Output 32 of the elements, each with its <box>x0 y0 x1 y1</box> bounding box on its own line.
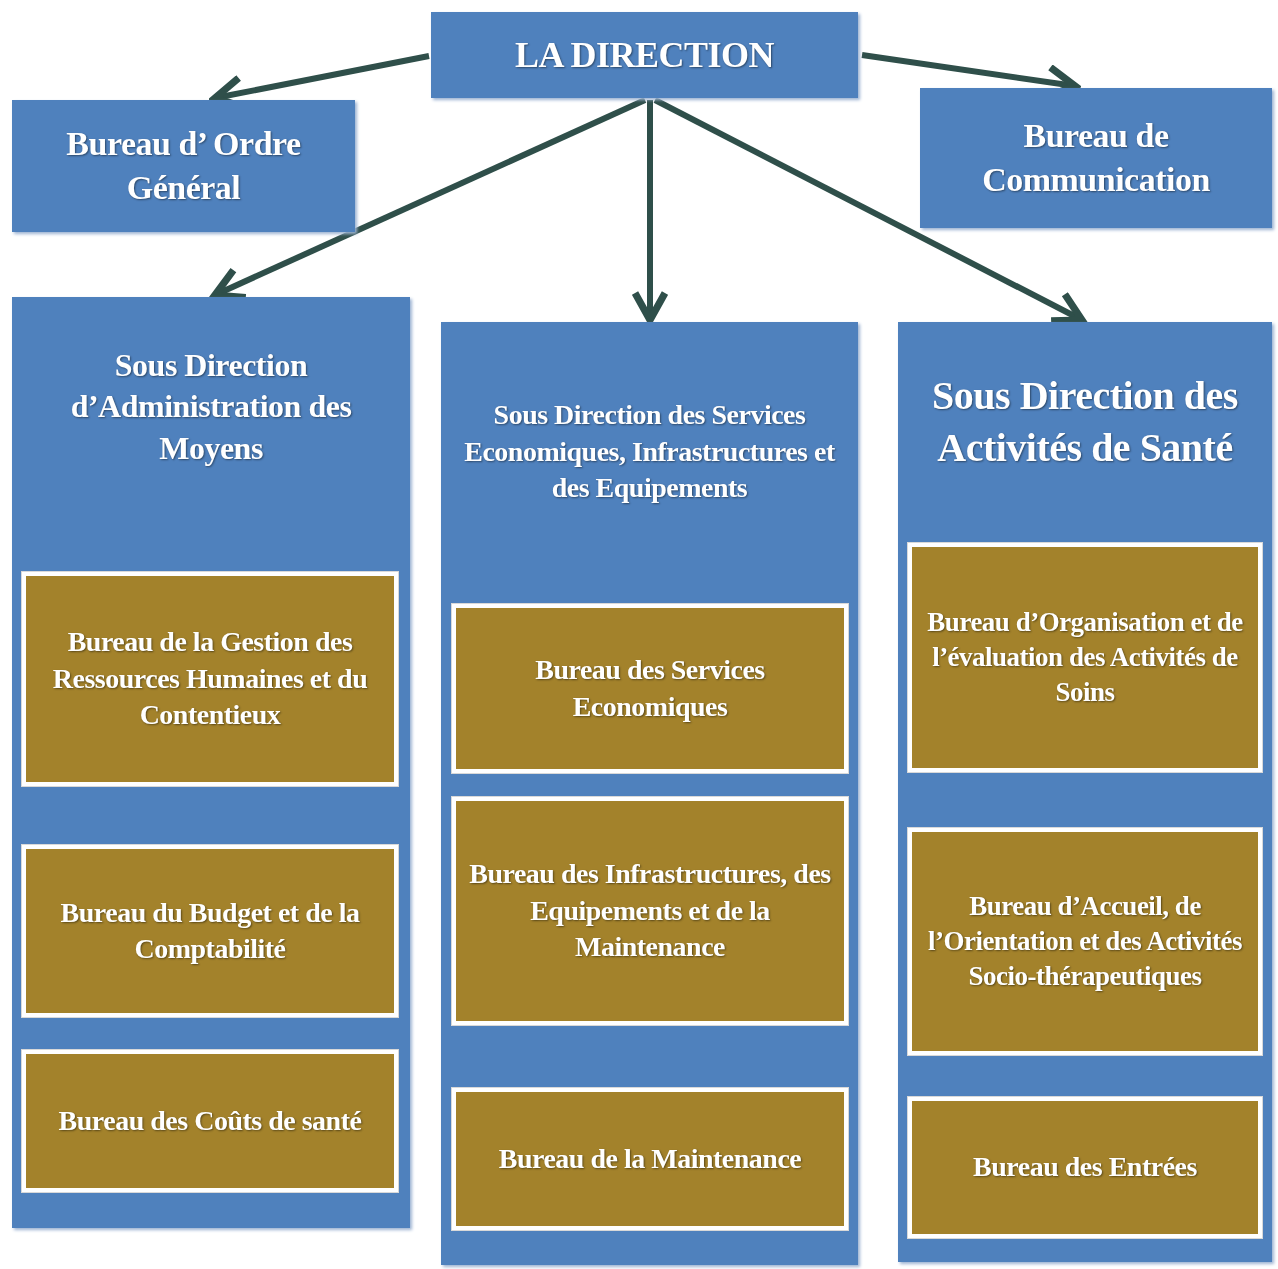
box-label: Bureau des Services Economiques <box>534 653 766 724</box>
office-box <box>908 543 1262 772</box>
box-label: Bureau des Infrastructures, des Equipements et de la Maintenance <box>468 857 832 965</box>
section-heading: Sous Direction des Activités de Santé <box>931 372 1239 472</box>
box-label: LA DIRECTION <box>514 33 775 77</box>
office-box <box>22 1050 398 1192</box>
office-box <box>22 572 398 786</box>
box-label: Bureau d’Accueil, de l’Orientation et des Activités Socio-thérapeutiques <box>926 889 1244 994</box>
arrow <box>631 100 669 324</box>
section-heading: Sous Direction d’Administration des Moyens <box>69 345 353 468</box>
unit-box <box>920 88 1272 228</box>
box-label: Bureau d’Organisation et de l’évaluation des Activités de Soins <box>926 605 1244 710</box>
section-heading: Sous Direction des Services Economiques, Infrastructures et des Equipements <box>463 398 837 506</box>
box-label: Bureau du Budget et de la Comptabilité <box>59 895 361 966</box>
box-label: Bureau de la Maintenance <box>498 1141 802 1176</box>
office-box <box>452 797 848 1025</box>
office-box <box>452 604 848 773</box>
department-panel <box>898 322 1272 1262</box>
box-label: Bureau de Communication <box>981 115 1211 200</box>
box-label: Bureau d’ Ordre Général <box>65 123 302 208</box>
box-label: Bureau des Entrées <box>973 1150 1197 1185</box>
office-box <box>908 1097 1262 1238</box>
department-panel <box>12 297 410 1228</box>
box-label: Bureau de la Gestion des Ressources Humaines et du Contentieux <box>51 625 369 733</box>
unit-box <box>12 100 355 232</box>
arrow <box>653 97 1086 325</box>
unit-box <box>431 12 858 98</box>
office-box <box>908 828 1262 1055</box>
office-box <box>22 845 398 1017</box>
department-panel <box>441 322 858 1265</box>
office-box <box>452 1088 848 1230</box>
box-label: Bureau des Coûts de santé <box>58 1103 362 1138</box>
